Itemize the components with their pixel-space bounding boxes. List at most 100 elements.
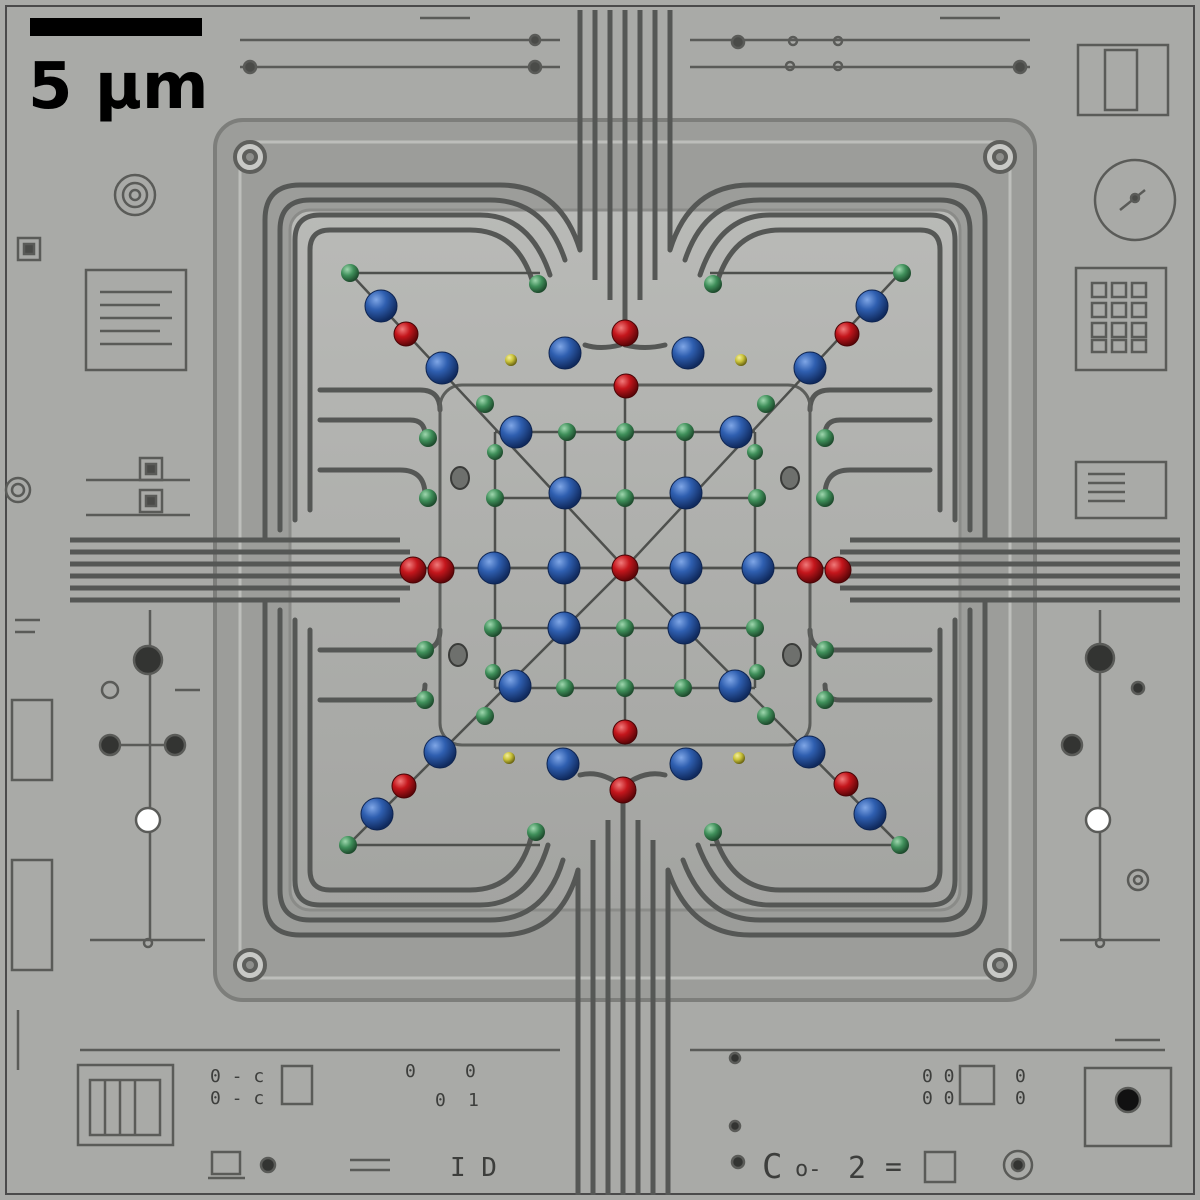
top-feed-bundle xyxy=(577,10,673,320)
qubit xyxy=(669,551,703,585)
flux-dots xyxy=(503,354,747,764)
coupler-dots xyxy=(339,264,911,854)
readout-dot xyxy=(399,556,427,584)
label-tl-digits: 0 - c xyxy=(210,1066,264,1087)
readout-dot xyxy=(612,719,638,745)
coupler-dot xyxy=(676,423,694,441)
readout-dot xyxy=(796,556,824,584)
qubit xyxy=(547,551,581,585)
junction-pads xyxy=(448,466,802,667)
qubit xyxy=(853,797,887,831)
qubit xyxy=(667,611,701,645)
coupler-dot xyxy=(419,429,437,447)
flux-dot xyxy=(735,354,747,366)
coupler-dot xyxy=(416,691,434,709)
label-bc-digit-d: 1 xyxy=(468,1090,479,1111)
coupler-dot xyxy=(476,395,494,413)
left-feed-bundle xyxy=(70,537,415,603)
qubit xyxy=(360,797,394,831)
coupler-dot xyxy=(339,836,357,854)
qubit xyxy=(719,415,753,449)
qubit xyxy=(793,351,827,385)
coupler-dot xyxy=(748,489,766,507)
coupler-dot xyxy=(674,679,692,697)
coupler-dot xyxy=(816,489,834,507)
flux-dot xyxy=(505,354,517,366)
label-formula-2: 2 xyxy=(848,1151,866,1186)
qubit xyxy=(741,551,775,585)
peripheral-labels: 0 - c 0 - c 0 0 0 1 0 0 0 0 0 0 I D C o-… xyxy=(210,1061,1026,1187)
mounting-holes xyxy=(233,140,1017,982)
readout-dot xyxy=(824,556,852,584)
label-br-zero-a: 0 xyxy=(1015,1066,1026,1087)
readout-dot xyxy=(833,771,859,797)
label-br-digits2: 0 0 xyxy=(922,1088,955,1109)
readout-dot xyxy=(834,321,860,347)
coupler-dot xyxy=(527,823,545,841)
qubit xyxy=(425,351,459,385)
qubit xyxy=(548,336,582,370)
qubit xyxy=(792,735,826,769)
coupler-dot xyxy=(485,664,501,680)
coupler-dot xyxy=(749,664,765,680)
readout-dot xyxy=(611,554,639,582)
qubit xyxy=(547,611,581,645)
label-formula-o: o- xyxy=(795,1157,822,1182)
readout-dot xyxy=(391,773,417,799)
qubit xyxy=(669,476,703,510)
coupler-dot xyxy=(704,275,722,293)
coupler-dot xyxy=(558,423,576,441)
qubit xyxy=(718,669,752,703)
bottom-peripheral xyxy=(76,1038,1173,1184)
label-br-zero-b: 0 xyxy=(1015,1088,1026,1109)
coupler-dot xyxy=(556,679,574,697)
qubit xyxy=(671,336,705,370)
qubit xyxy=(669,747,703,781)
coupler-dot xyxy=(529,275,547,293)
qubit xyxy=(546,747,580,781)
coupler-dot xyxy=(616,489,634,507)
readout-dot xyxy=(393,321,419,347)
label-bc-digit-c: 0 xyxy=(435,1090,446,1111)
coupler-dot xyxy=(616,619,634,637)
coupler-dot xyxy=(891,836,909,854)
coupler-dot xyxy=(484,619,502,637)
coupler-dot xyxy=(616,423,634,441)
coupler-dot xyxy=(419,489,437,507)
flux-dot xyxy=(503,752,515,764)
label-formula-eq: = xyxy=(885,1150,902,1183)
qubits xyxy=(360,289,889,831)
coupler-dot xyxy=(747,444,763,460)
scale-bar-label: 5 µm xyxy=(28,50,209,124)
left-peripheral xyxy=(4,173,205,1070)
readout-dot xyxy=(613,373,639,399)
coupler-dot xyxy=(816,691,834,709)
label-bc-digit-a: 0 xyxy=(405,1061,416,1082)
qubit xyxy=(548,476,582,510)
coupler-dot xyxy=(476,707,494,725)
coupler-dot xyxy=(616,679,634,697)
label-tl-digits2: 0 - c xyxy=(210,1088,264,1109)
readout-dot xyxy=(611,319,639,347)
coupler-dot xyxy=(486,489,504,507)
label-bc-digit-b: 0 xyxy=(465,1061,476,1082)
right-peripheral xyxy=(1060,158,1177,949)
top-peripheral xyxy=(240,16,1170,117)
label-br-digits: 0 0 xyxy=(922,1066,955,1087)
qubit xyxy=(423,735,457,769)
coupler-dot xyxy=(757,395,775,413)
coupler-dot xyxy=(893,264,911,282)
coupler-dot xyxy=(746,619,764,637)
coupler-dot xyxy=(816,641,834,659)
qubit xyxy=(498,669,532,703)
routing-traces xyxy=(262,182,988,938)
coupler-dot xyxy=(487,444,503,460)
qubit xyxy=(477,551,511,585)
coupler-dot xyxy=(341,264,359,282)
qubit xyxy=(855,289,889,323)
coupler-dot xyxy=(704,823,722,841)
right-feed-bundle xyxy=(835,537,1180,603)
coupler-dot xyxy=(416,641,434,659)
readout-dot xyxy=(427,556,455,584)
